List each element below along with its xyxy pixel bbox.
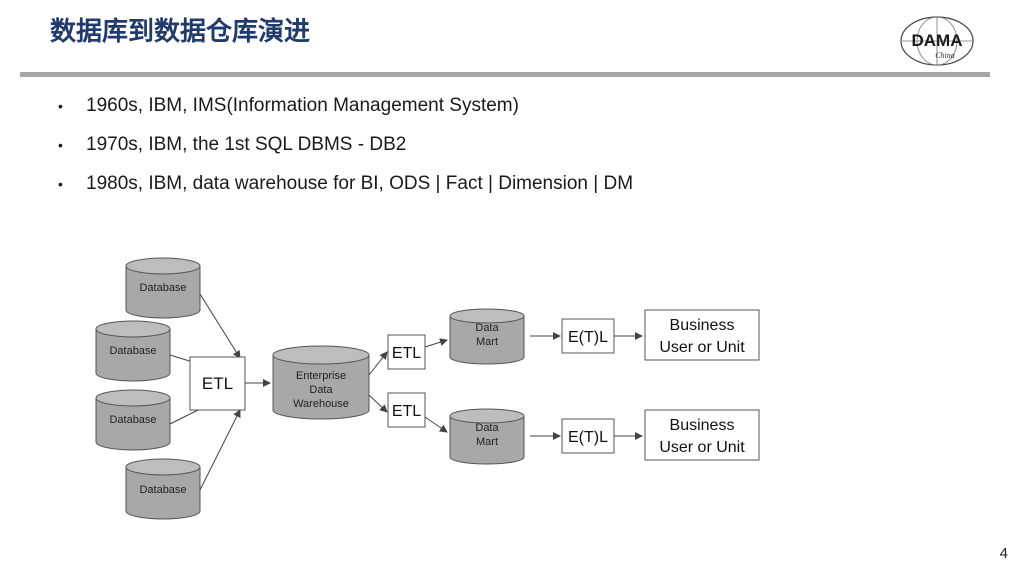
database-label: Database — [109, 414, 156, 426]
data-mart: Data Mart — [449, 308, 525, 365]
business-label: Business — [670, 317, 735, 334]
database-label: Database — [109, 345, 156, 357]
title-divider — [20, 72, 990, 77]
etl-box — [387, 334, 426, 370]
dw-architecture-diagram: Database Database Database Database ETL … — [95, 257, 760, 520]
mart-label: Mart — [476, 336, 498, 348]
slide-title: 数据库到数据仓库演进 — [50, 17, 311, 47]
bullet-item: • 1970s, IBM, the 1st SQL DBMS - DB2 — [58, 133, 633, 172]
arrow — [424, 338, 448, 348]
mart-label: Data — [475, 422, 499, 434]
mart-label: Mart — [476, 436, 498, 448]
etl-label: ETL — [392, 345, 421, 362]
source-database: Database — [95, 320, 171, 382]
bullet-item: • 1980s, IBM, data warehouse for BI, ODS … — [58, 172, 633, 211]
bullet-dot: • — [58, 98, 63, 114]
etl-box — [561, 418, 615, 454]
source-database: Database — [95, 389, 171, 451]
business-label: User or Unit — [659, 439, 745, 456]
logo-subtext: China — [935, 51, 955, 60]
bullet-dot: • — [58, 137, 63, 153]
bullet-list: • 1960s, IBM, IMS(Information Management … — [58, 94, 633, 211]
mart-label: Data — [475, 322, 499, 334]
arrow — [368, 351, 388, 376]
warehouse-label: Enterprise — [296, 370, 346, 382]
etl-box — [387, 392, 426, 428]
data-mart: Data Mart — [449, 408, 525, 465]
etl-label: ETL — [392, 403, 421, 420]
bullet-text: 1960s, IBM, IMS(Information Management S… — [86, 95, 519, 116]
logo-text: DAMA — [912, 31, 963, 50]
arrow — [199, 409, 241, 491]
warehouse-label: Data — [309, 384, 333, 396]
bullet-text: 1970s, IBM, the 1st SQL DBMS - DB2 — [86, 134, 407, 155]
etl-label: ETL — [202, 374, 233, 393]
page-number: 4 — [999, 545, 1008, 562]
source-database: Database — [125, 458, 201, 520]
enterprise-data-warehouse: Enterprise Data Warehouse — [272, 345, 370, 420]
bullet-text: 1980s, IBM, data warehouse for BI, ODS |… — [86, 173, 634, 194]
arrow — [368, 394, 388, 413]
arrow — [199, 293, 241, 359]
etl-box — [561, 318, 615, 354]
bullet-item: • 1960s, IBM, IMS(Information Management … — [58, 94, 633, 133]
arrow — [424, 416, 448, 433]
database-label: Database — [139, 484, 186, 496]
source-database: Database — [125, 257, 201, 319]
bullet-dot: • — [58, 176, 63, 192]
business-label: User or Unit — [659, 339, 745, 356]
business-box — [644, 409, 760, 461]
database-label: Database — [139, 282, 186, 294]
business-box — [644, 309, 760, 361]
business-label: Business — [670, 417, 735, 434]
warehouse-label: Warehouse — [293, 398, 349, 410]
dama-logo: DAMA China — [900, 16, 974, 66]
etl-label: E(T)L — [568, 329, 608, 346]
etl-label: E(T)L — [568, 429, 608, 446]
